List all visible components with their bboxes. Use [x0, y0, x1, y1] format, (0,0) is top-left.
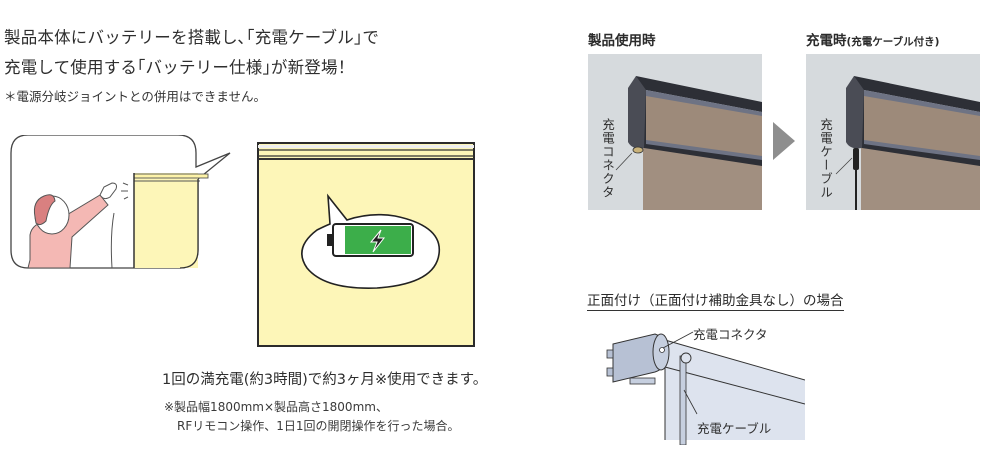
headline: 製品本体にバッテリーを搭載し､｢充電ケーブル｣で 充電して使用する｢バッテリー仕…: [4, 23, 379, 83]
condition-line-2: RFリモコン操作、1日1回の開閉操作を行った場合。: [177, 419, 460, 433]
headline-line-2: 充電して使用する｢バッテリー仕様｣が新登場！: [4, 58, 355, 77]
person-illustration: [0, 134, 240, 285]
roller-blind-photo-icon: [615, 76, 762, 210]
front-mount-diagram: [605, 320, 806, 446]
cable-label: 充電ケーブル: [818, 118, 833, 199]
charging-title-main: 充電時: [806, 33, 847, 49]
note-text: ＊電源分岐ジョイントとの併用はできません。: [4, 89, 267, 104]
person-remote-illustration-icon: [10, 134, 231, 269]
battery-life-caption: 1回の満充電(約3時間)で約3ヶ月※使用できます。: [162, 372, 488, 388]
photo-in-use: 充電コネクタ: [588, 54, 762, 210]
connector-label: 充電コネクタ: [600, 118, 615, 199]
photo-charging: 充電ケーブル: [806, 54, 980, 210]
battery-blind-illustration: [257, 142, 475, 347]
battery-charging-icon: [327, 222, 417, 258]
condition-line-1: ※製品幅1800mm×製品高さ1800mm、: [164, 400, 388, 414]
panel-title-charging: 充電時(充電ケーブル付き): [806, 29, 939, 49]
front-mount-blind-icon: [606, 331, 806, 446]
front-cable-label: 充電ケーブル: [697, 421, 772, 436]
battery-life-condition: ※製品幅1800mm×製品高さ1800mm、 RFリモコン操作、1日1回の開閉操…: [164, 398, 460, 436]
headline-line-1: 製品本体にバッテリーを搭載し､｢充電ケーブル｣で: [4, 28, 380, 47]
charging-title-sub: (充電ケーブル付き): [846, 36, 940, 48]
arrow-right-icon: [773, 122, 795, 160]
front-mount-title: 正面付け（正面付け補助金具なし）の場合: [587, 289, 844, 311]
roller-blind-cable-photo-icon: [835, 76, 980, 210]
front-connector-label: 充電コネクタ: [693, 327, 768, 342]
panel-title-in-use: 製品使用時: [588, 33, 656, 49]
